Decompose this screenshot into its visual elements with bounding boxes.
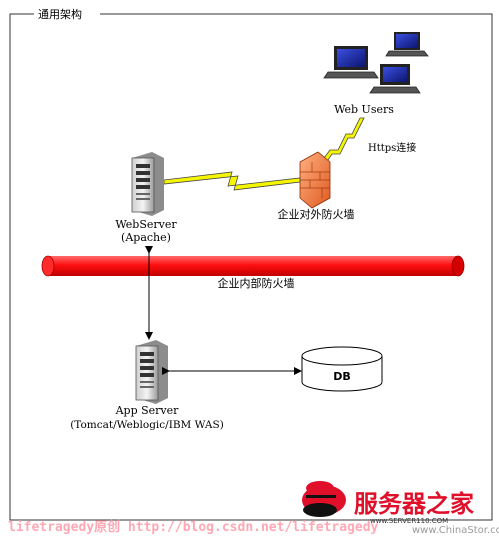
web-server-name: WebServer	[115, 218, 177, 231]
app-server-icon	[135, 340, 168, 404]
inner-firewall-label: 企业内部防火墙	[218, 276, 295, 290]
db-label: DB	[333, 370, 351, 383]
site-watermark: www.ChinaStor.com	[412, 525, 499, 536]
outer-firewall-label: 企业对外防火墙	[278, 207, 355, 221]
frame: 通用架构	[9, 7, 493, 521]
frame-title: 通用架构	[38, 7, 82, 21]
web-users-label: Web Users	[334, 103, 394, 116]
brand-subtitle: www.SERVER110.COM	[370, 517, 448, 525]
brand-name: 服务器之家	[354, 490, 474, 518]
outer-firewall-icon	[299, 151, 331, 209]
watermark-author: lifetragedy原创 http://blog.csdn.net/lifet…	[8, 519, 379, 535]
app-server-detail: (Tomcat/Weblogic/IBM WAS)	[70, 419, 224, 431]
web-server-detail: (Apache)	[121, 231, 171, 244]
web-server-icon	[131, 152, 164, 216]
inner-firewall-pipe	[41, 255, 465, 277]
database-icon	[301, 346, 383, 392]
web-users-laptops-icon	[323, 32, 429, 94]
lightning-firewall-to-webserver	[163, 171, 301, 191]
brand-logo-icon	[302, 481, 346, 517]
https-link-label: Https连接	[368, 141, 416, 154]
app-server-name: App Server	[115, 404, 180, 417]
